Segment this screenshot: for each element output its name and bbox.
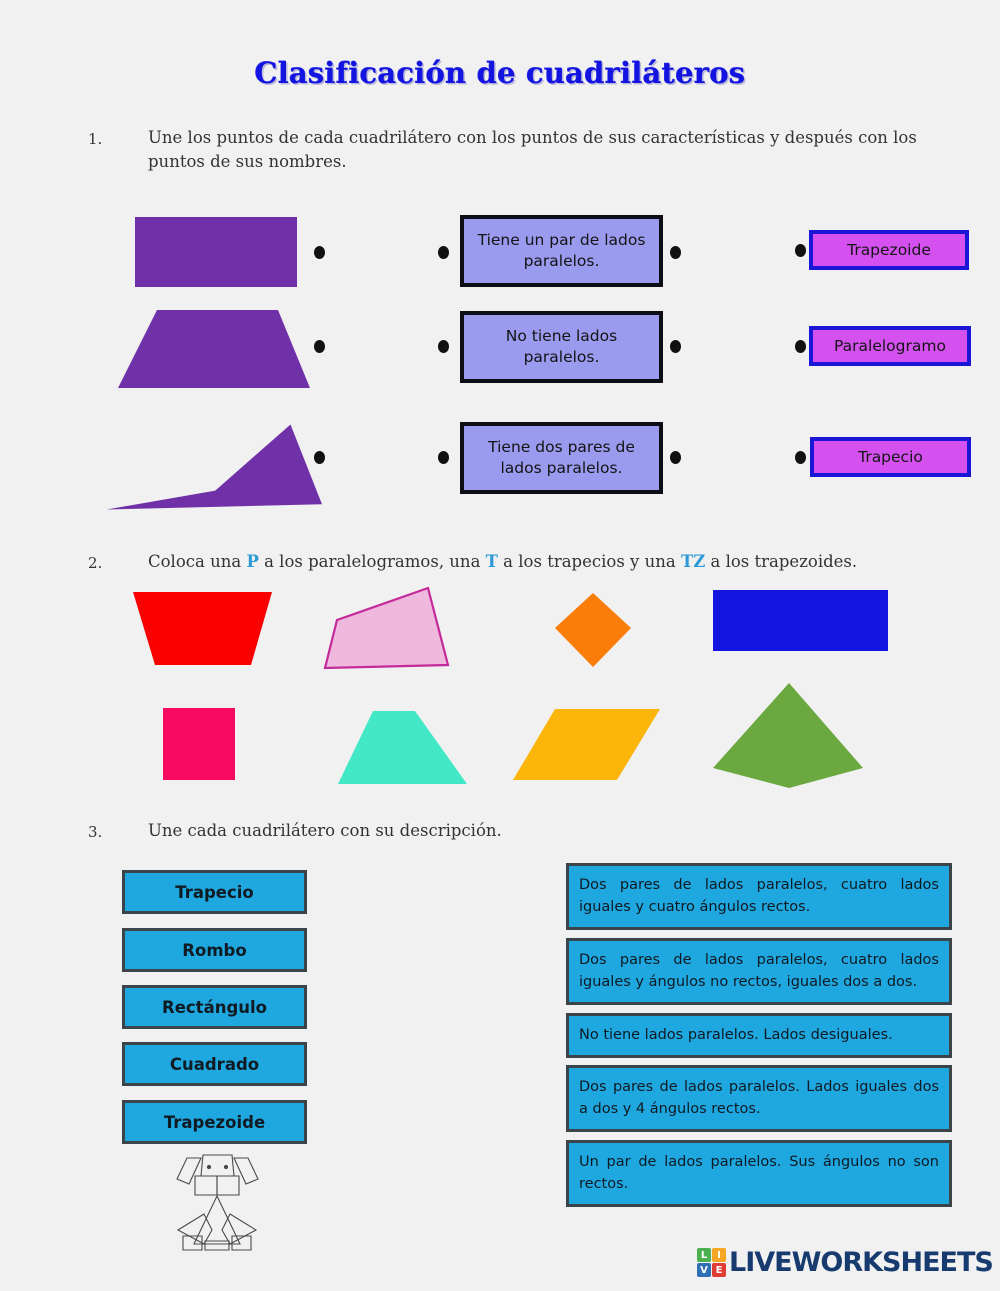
feature-box-2[interactable]: No tiene lados paralelos.: [460, 311, 663, 383]
term-button-5-label: Trapezoide: [163, 1112, 266, 1132]
exercise-1-number: 1.: [88, 130, 103, 148]
connector-dot-feature-2-right[interactable]: [670, 340, 681, 353]
description-box-5[interactable]: Un par de lados paralelos. Sus ángulos n…: [566, 1140, 952, 1207]
name-box-2-label: Paralelogramo: [834, 337, 946, 355]
term-button-1-label: Trapecio: [175, 882, 254, 902]
page-title: Clasificación de cuadriláteros: [254, 56, 746, 90]
description-box-4[interactable]: Dos pares de lados paralelos. Lados igua…: [566, 1065, 952, 1132]
feature-box-3[interactable]: Tiene dos pares de lados paralelos.: [460, 422, 663, 494]
exercise-2-instruction: Coloca una P a los paralelogramos, una T…: [148, 550, 948, 574]
logo-cell-v: V: [697, 1263, 711, 1277]
ex2-instr-part-4: a los trapecios y una: [497, 552, 681, 571]
term-button-cuadrado[interactable]: Cuadrado: [122, 1042, 307, 1086]
connector-dot-shape-1[interactable]: [314, 246, 325, 259]
exercise-2-number: 2.: [88, 554, 103, 572]
shape-trapezium-pink[interactable]: [315, 580, 505, 675]
ex2-instr-letter-tz: TZ: [680, 552, 706, 571]
description-box-3-label: No tiene lados paralelos. Lados desigual…: [579, 1026, 893, 1043]
name-box-trapezoide[interactable]: Trapezoide: [809, 230, 969, 270]
exercise-1-instruction: Une los puntos de cada cuadrilátero con …: [148, 128, 917, 171]
description-box-2-label: Dos pares de lados paralelos, cuatro lad…: [579, 952, 939, 990]
description-box-2[interactable]: Dos pares de lados paralelos, cuatro lad…: [566, 938, 952, 1005]
connector-dot-feature-3-right[interactable]: [670, 451, 681, 464]
ex2-instr-part-2: a los paralelogramos, una: [258, 552, 486, 571]
term-button-rombo[interactable]: Rombo: [122, 928, 307, 972]
term-button-trapezoide[interactable]: Trapezoide: [122, 1100, 307, 1144]
logo-cell-l: L: [697, 1248, 711, 1262]
shape-rhombus-orange[interactable]: [545, 590, 645, 670]
connector-dot-name-3[interactable]: [795, 451, 806, 464]
shape-rectangle-blue[interactable]: [705, 583, 895, 673]
feature-box-3-label: Tiene dos pares de lados paralelos.: [488, 438, 635, 477]
shape-rectangle-magenta[interactable]: [150, 695, 260, 795]
shape-trapezoid-purple: [118, 310, 310, 388]
term-button-3-label: Rectángulo: [162, 997, 267, 1017]
connector-dot-feature-3-left[interactable]: [438, 451, 449, 464]
connector-dot-feature-2-left[interactable]: [438, 340, 449, 353]
connector-dot-shape-3[interactable]: [314, 451, 325, 464]
exercise-3-instruction: Une cada cuadrilátero con su descripción…: [148, 821, 502, 840]
description-box-1-label: Dos pares de lados paralelos, cuatro lad…: [579, 877, 939, 915]
name-box-1-label: Trapezoide: [847, 241, 931, 259]
shape-trapezium-purple: [106, 424, 322, 510]
connector-dot-feature-1-right[interactable]: [670, 246, 681, 259]
logo-cell-i: I: [712, 1248, 726, 1262]
ex2-instr-part-0: Coloca una: [148, 552, 247, 571]
dog-line-drawing-icon: [176, 1154, 259, 1251]
exercise-3-number: 3.: [88, 823, 103, 841]
shape-trapezoid-red[interactable]: [120, 585, 300, 675]
name-box-paralelogramo[interactable]: Paralelogramo: [809, 326, 971, 366]
feature-box-1[interactable]: Tiene un par de lados paralelos.: [460, 215, 663, 287]
feature-box-1-label: Tiene un par de lados paralelos.: [477, 231, 646, 270]
shape-rectangle-purple: [135, 217, 297, 287]
description-box-3[interactable]: No tiene lados paralelos. Lados desigual…: [566, 1013, 952, 1058]
shape-trapezoid-turquoise[interactable]: [325, 695, 485, 795]
logo-cell-e: E: [712, 1263, 726, 1277]
description-box-5-label: Un par de lados paralelos. Sus ángulos n…: [579, 1154, 939, 1192]
connector-dot-name-1[interactable]: [795, 244, 806, 257]
connector-dot-shape-2[interactable]: [314, 340, 325, 353]
term-button-4-label: Cuadrado: [169, 1054, 260, 1074]
ex2-instr-part-6: a los trapezoides.: [705, 552, 858, 571]
shape-kite-green[interactable]: [700, 675, 895, 800]
liveworksheets-logo[interactable]: L I V E LIVEWORKSHEETS: [697, 1247, 994, 1278]
shape-parallelogram-yellow[interactable]: [505, 695, 675, 795]
logo-color-grid: L I V E: [697, 1248, 726, 1277]
name-box-3-label: Trapecio: [858, 448, 923, 466]
ex2-instr-letter-p: P: [246, 552, 259, 571]
ex2-instr-letter-t: T: [485, 552, 498, 571]
connector-dot-feature-1-left[interactable]: [438, 246, 449, 259]
description-box-1[interactable]: Dos pares de lados paralelos, cuatro lad…: [566, 863, 952, 930]
connector-dot-name-2[interactable]: [795, 340, 806, 353]
logo-wordmark: LIVEWORKSHEETS: [729, 1247, 994, 1278]
description-box-4-label: Dos pares de lados paralelos. Lados igua…: [579, 1079, 939, 1117]
term-button-2-label: Rombo: [182, 940, 247, 960]
term-button-rectangulo[interactable]: Rectángulo: [122, 985, 307, 1029]
term-button-trapecio[interactable]: Trapecio: [122, 870, 307, 914]
feature-box-2-label: No tiene lados paralelos.: [505, 327, 618, 366]
name-box-trapecio[interactable]: Trapecio: [810, 437, 971, 477]
